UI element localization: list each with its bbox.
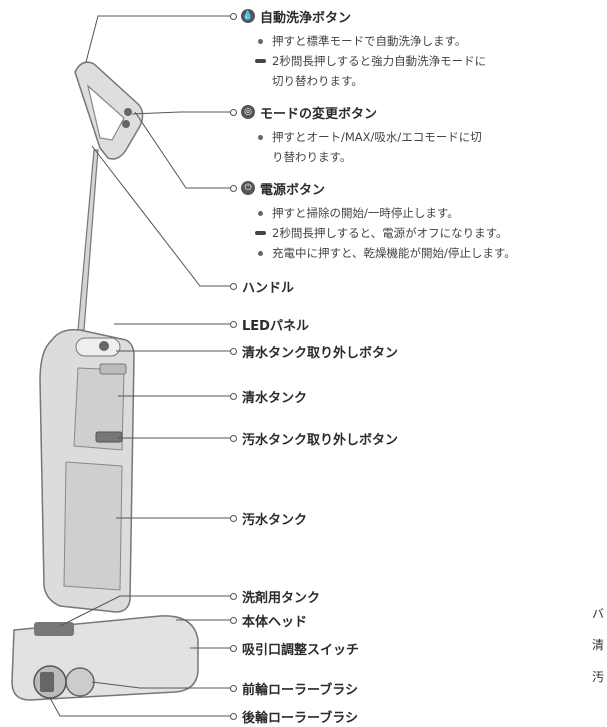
mode-desc-1b: り替わります。 — [272, 150, 352, 164]
handle-button-top — [124, 108, 132, 116]
suction-switch-label: 吸引口調整スイッチ — [242, 643, 360, 658]
power-icon: ⏻ — [241, 181, 255, 195]
mode-icon: ◎ — [241, 105, 255, 119]
bullet-dot — [258, 211, 263, 216]
callout-ring — [230, 435, 237, 442]
callout-ring — [230, 348, 237, 355]
handle-button-bottom — [122, 120, 130, 128]
side-label-1: バ — [592, 607, 605, 621]
handle-shaft — [77, 149, 99, 331]
callout-ring — [230, 593, 237, 600]
handle-label: ハンドル — [242, 281, 295, 296]
drop-icon: 💧 — [241, 9, 255, 23]
callout-ring — [230, 13, 237, 20]
handle-grip-hole — [86, 84, 125, 141]
dirty-tank-shape — [63, 461, 123, 591]
detergent-tank-shape — [34, 622, 74, 636]
bullet-dash — [255, 231, 266, 235]
front-roller-label: 前輪ローラーブラシ — [242, 683, 358, 698]
bullet-dot — [258, 251, 263, 256]
bullet-dot — [258, 135, 263, 140]
power-desc-2: 2秒間長押しすると、電源がオフになります。 — [272, 226, 508, 240]
callout-ring — [230, 109, 237, 116]
mode-desc-1a: 押すとオート/MAX/吸水/エコモードに切 — [272, 130, 482, 144]
led-panel-shape — [75, 337, 121, 357]
auto-clean-desc-2a: 2秒間長押しすると強力自動洗浄モードに — [272, 54, 487, 68]
power-label: 電源ボタン — [260, 183, 326, 198]
dirty-tank-latch — [95, 431, 123, 443]
power-desc-3: 充電中に押すと、乾燥機能が開始/停止します。 — [272, 246, 516, 260]
callout-ring — [230, 645, 237, 652]
clean-tank-label: 清水タンク — [242, 391, 308, 406]
clean-tank-release-label: 清水タンク取り外しボタン — [242, 346, 399, 361]
callout-ring — [230, 283, 237, 290]
callout-ring — [230, 515, 237, 522]
dirty-tank-label: 汚水タンク — [242, 513, 308, 528]
detergent-tank-label: 洗剤用タンク — [242, 591, 321, 606]
main-head-label: 本体ヘッド — [242, 615, 308, 630]
callout-ring — [230, 617, 237, 624]
auto-clean-label: 自動洗浄ボタン — [260, 11, 352, 26]
rear-roller-label: 後輪ローラーブラシ — [242, 711, 358, 726]
side-label-2: 清 — [592, 638, 605, 652]
clean-tank-latch — [99, 363, 127, 375]
bullet-dash — [255, 59, 266, 63]
callout-ring — [230, 685, 237, 692]
callout-ring — [230, 713, 237, 720]
auto-clean-desc-2b: 切り替わります。 — [272, 74, 363, 88]
auto-clean-desc-1: 押すと標準モードで自動洗浄します。 — [272, 34, 467, 48]
led-panel-label: LEDパネル — [242, 319, 309, 334]
callout-ring — [230, 393, 237, 400]
callout-ring — [230, 321, 237, 328]
power-desc-1: 押すと掃除の開始/一時停止します。 — [272, 206, 459, 220]
front-roller-shape — [65, 667, 95, 697]
side-label-3: 汚 — [592, 670, 605, 684]
callout-ring — [230, 185, 237, 192]
mode-label: モードの変更ボタン — [260, 107, 378, 122]
dirty-tank-release-label: 汚水タンク取り外しボタン — [242, 433, 399, 448]
bullet-dot — [258, 39, 263, 44]
